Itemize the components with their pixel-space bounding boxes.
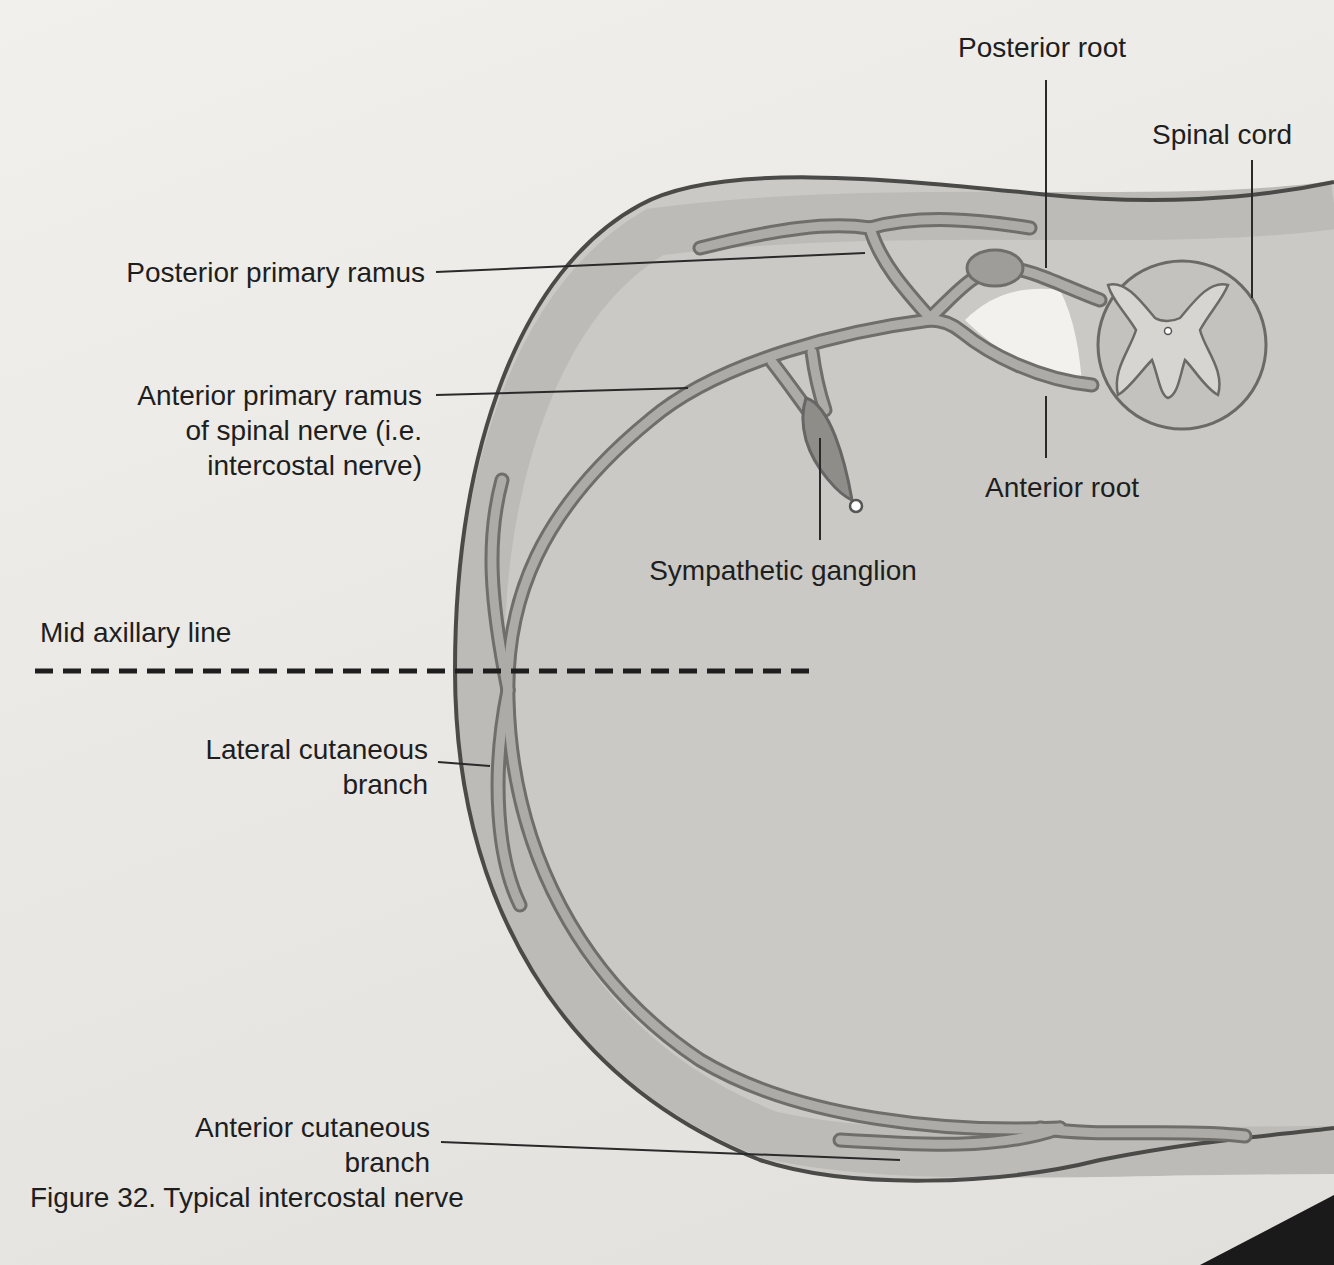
page-shadow [1200,1195,1334,1265]
sympathetic-trunk-end [850,500,862,512]
part-label: Anterior root [982,470,1143,505]
body-section [455,177,1334,1180]
line-label: Mid axillary line [40,615,238,650]
chest-wall [480,205,1334,1154]
mid-axillary-line [35,669,815,674]
skin-outline [455,177,1334,1180]
part-label: Posterior root [955,30,1130,65]
central-canal [1165,328,1172,335]
part-label: Anterior primary ramus of spinal nerve (… [131,378,422,483]
root-ganglion [967,250,1023,286]
figure-caption: Figure 32. Typical intercostal nerve [30,1180,464,1215]
part-label: Lateral cutaneous branch [199,732,428,802]
grey-matter [1108,284,1228,398]
leader-lines [436,80,1252,1160]
part-label: Posterior primary ramus [120,255,425,290]
part-label: Anterior cutaneous branch [188,1110,430,1180]
sympathetic-ganglion [803,398,852,500]
part-label: Spinal cord [1149,117,1296,152]
spinal-cord [1098,261,1266,429]
part-label: Sympathetic ganglion [646,553,920,588]
nerve-outline [492,220,1245,1145]
nerve-fill [492,220,1245,1145]
